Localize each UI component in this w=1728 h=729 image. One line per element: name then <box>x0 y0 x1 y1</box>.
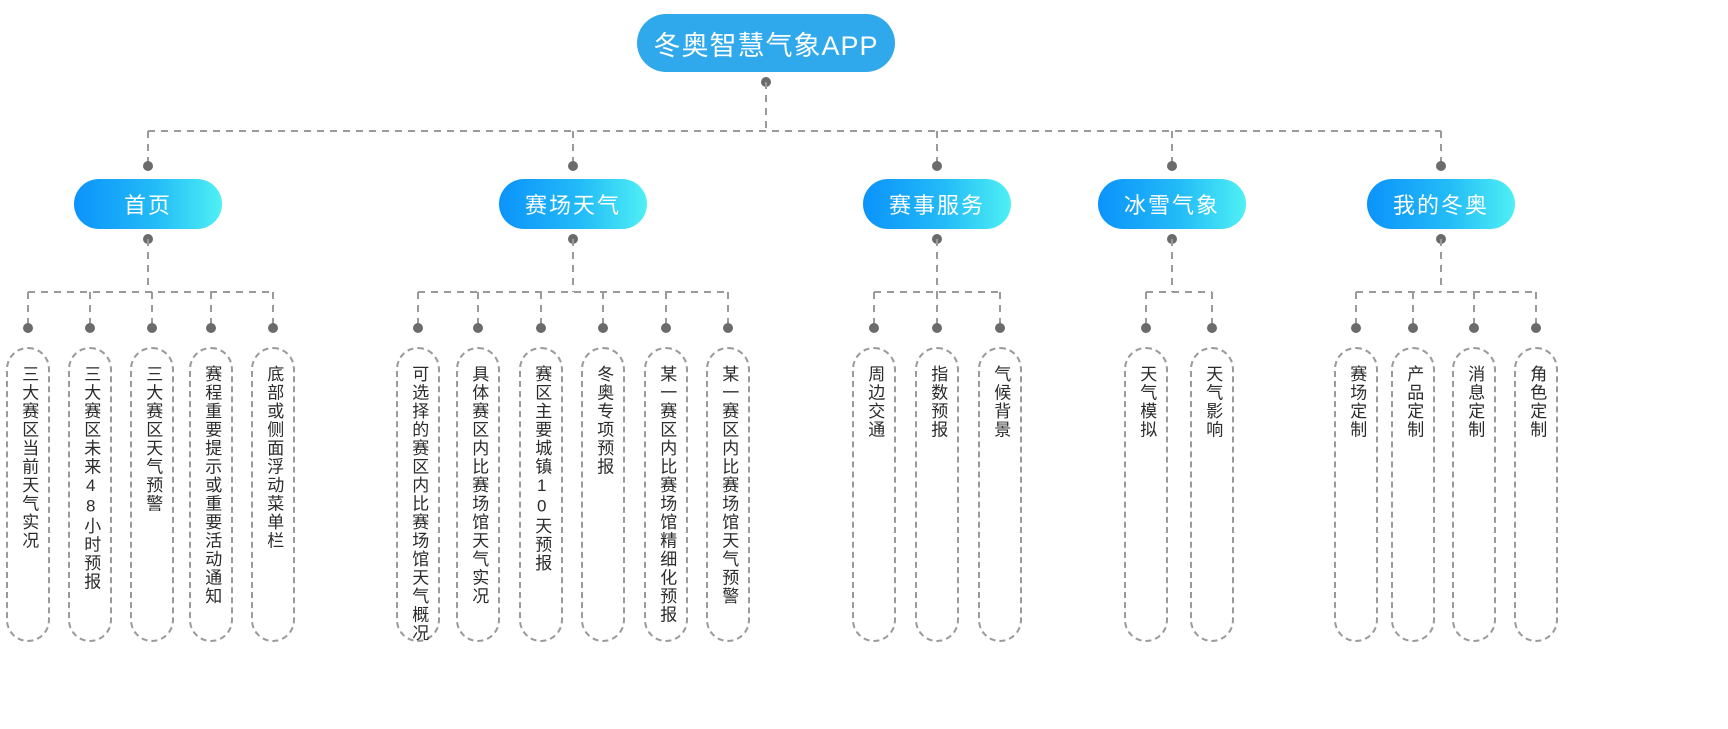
leaf-connector-dot-2-2 <box>473 323 483 333</box>
leaf-connector-dot-1-5 <box>268 323 278 333</box>
leaf-node-1-5[interactable]: 底部或侧面浮动菜单栏 <box>251 347 295 642</box>
branch-node-label: 赛事服务 <box>888 193 985 218</box>
leaf-node-4-2[interactable]: 天气影响 <box>1190 347 1234 642</box>
leaf-connector-dot-2-5 <box>661 323 671 333</box>
branch-node-1[interactable]: 首页 <box>74 179 222 229</box>
leaf-node-label: 赛程重要提示或重要活动通知 <box>202 365 222 606</box>
leaf-node-label: 消息定制 <box>1465 365 1485 439</box>
leaf-connector-dot-5-3 <box>1469 323 1479 333</box>
leaf-connector-dot-1-2 <box>85 323 95 333</box>
leaf-node-label: 三大赛区当前天气实况 <box>19 365 39 550</box>
leaf-node-label: 可选择的赛区内比赛场馆天气概况 <box>409 365 429 643</box>
leaf-node-3-3[interactable]: 气候背景 <box>978 347 1022 642</box>
leaf-connector-dot-2-3 <box>536 323 546 333</box>
branch-node-label: 我的冬奥 <box>1392 193 1489 218</box>
leaf-node-5-2[interactable]: 产品定制 <box>1391 347 1435 642</box>
leaf-node-label: 某一赛区内比赛场馆天气预警 <box>719 365 739 606</box>
leaf-node-label: 角色定制 <box>1527 365 1547 439</box>
leaf-node-label: 底部或侧面浮动菜单栏 <box>264 365 284 550</box>
leaf-node-2-5[interactable]: 某一赛区内比赛场馆精细化预报 <box>644 347 688 642</box>
leaf-node-1-4[interactable]: 赛程重要提示或重要活动通知 <box>189 347 233 642</box>
leaf-connector-dot-5-1 <box>1351 323 1361 333</box>
leaf-node-label: 三大赛区未来48小时预报 <box>81 365 101 591</box>
root-connector-dot <box>761 77 771 87</box>
branch-node-3[interactable]: 赛事服务 <box>863 179 1011 229</box>
branch-node-label: 赛场天气 <box>524 193 621 218</box>
leaf-connector-dot-3-3 <box>995 323 1005 333</box>
leaf-node-3-1[interactable]: 周边交通 <box>852 347 896 642</box>
root-node[interactable]: 冬奥智慧气象APP <box>637 14 895 72</box>
leaf-connector-dot-3-2 <box>932 323 942 333</box>
leaf-node-2-2[interactable]: 具体赛区内比赛场馆天气实况 <box>456 347 500 642</box>
leaf-connector-dot-2-6 <box>723 323 733 333</box>
leaf-node-label: 三大赛区天气预警 <box>143 365 163 513</box>
branch-node-label: 首页 <box>123 193 172 218</box>
leaf-node-2-6[interactable]: 某一赛区内比赛场馆天气预警 <box>706 347 750 642</box>
leaf-connector-dot-4-1 <box>1141 323 1151 333</box>
leaf-node-label: 冬奥专项预报 <box>594 365 614 476</box>
branch-node-2[interactable]: 赛场天气 <box>499 179 647 229</box>
leaf-node-label: 某一赛区内比赛场馆精细化预报 <box>657 365 677 624</box>
leaf-node-5-3[interactable]: 消息定制 <box>1452 347 1496 642</box>
branch-out-dot-3 <box>932 234 942 244</box>
leaf-connector-dot-1-3 <box>147 323 157 333</box>
leaf-node-label: 周边交通 <box>865 365 885 439</box>
branch-connector-dot-2 <box>568 161 578 171</box>
branch-node-4[interactable]: 冰雪气象 <box>1098 179 1246 229</box>
branch-out-dot-1 <box>143 234 153 244</box>
branch-connector-dot-3 <box>932 161 942 171</box>
leaf-node-2-4[interactable]: 冬奥专项预报 <box>581 347 625 642</box>
leaf-node-label: 天气影响 <box>1203 365 1223 439</box>
leaf-connector-dot-1-1 <box>23 323 33 333</box>
leaf-node-label: 赛场定制 <box>1347 365 1367 439</box>
leaf-node-label: 指数预报 <box>928 365 948 439</box>
leaf-node-1-3[interactable]: 三大赛区天气预警 <box>130 347 174 642</box>
leaf-node-5-4[interactable]: 角色定制 <box>1514 347 1558 642</box>
branch-node-label: 冰雪气象 <box>1123 193 1220 218</box>
root-node-label: 冬奥智慧气象APP <box>653 30 879 61</box>
branch-out-dot-5 <box>1436 234 1446 244</box>
leaf-node-5-1[interactable]: 赛场定制 <box>1334 347 1378 642</box>
leaf-node-1-1[interactable]: 三大赛区当前天气实况 <box>6 347 50 642</box>
leaf-node-label: 天气模拟 <box>1137 365 1157 439</box>
leaf-node-4-1[interactable]: 天气模拟 <box>1124 347 1168 642</box>
leaf-node-label: 气候背景 <box>991 365 1011 439</box>
leaf-connector-dot-1-4 <box>206 323 216 333</box>
leaf-node-2-3[interactable]: 赛区主要城镇10天预报 <box>519 347 563 642</box>
leaf-connector-dot-2-1 <box>413 323 423 333</box>
branch-node-5[interactable]: 我的冬奥 <box>1367 179 1515 229</box>
leaf-connector-dot-3-1 <box>869 323 879 333</box>
leaf-connector-dot-4-2 <box>1207 323 1217 333</box>
leaf-node-1-2[interactable]: 三大赛区未来48小时预报 <box>68 347 112 642</box>
leaf-connector-dot-2-4 <box>598 323 608 333</box>
leaf-connector-dot-5-2 <box>1408 323 1418 333</box>
leaf-node-2-1[interactable]: 可选择的赛区内比赛场馆天气概况 <box>396 347 440 643</box>
leaf-node-label: 赛区主要城镇10天预报 <box>532 365 552 573</box>
branch-out-dot-2 <box>568 234 578 244</box>
branch-out-dot-4 <box>1167 234 1177 244</box>
leaf-node-label: 具体赛区内比赛场馆天气实况 <box>469 365 489 606</box>
leaf-node-label: 产品定制 <box>1404 365 1424 439</box>
branch-connector-dot-4 <box>1167 161 1177 171</box>
leaf-connector-dot-5-4 <box>1531 323 1541 333</box>
branch-connector-dot-5 <box>1436 161 1446 171</box>
branch-connector-dot-1 <box>143 161 153 171</box>
leaf-node-3-2[interactable]: 指数预报 <box>915 347 959 642</box>
